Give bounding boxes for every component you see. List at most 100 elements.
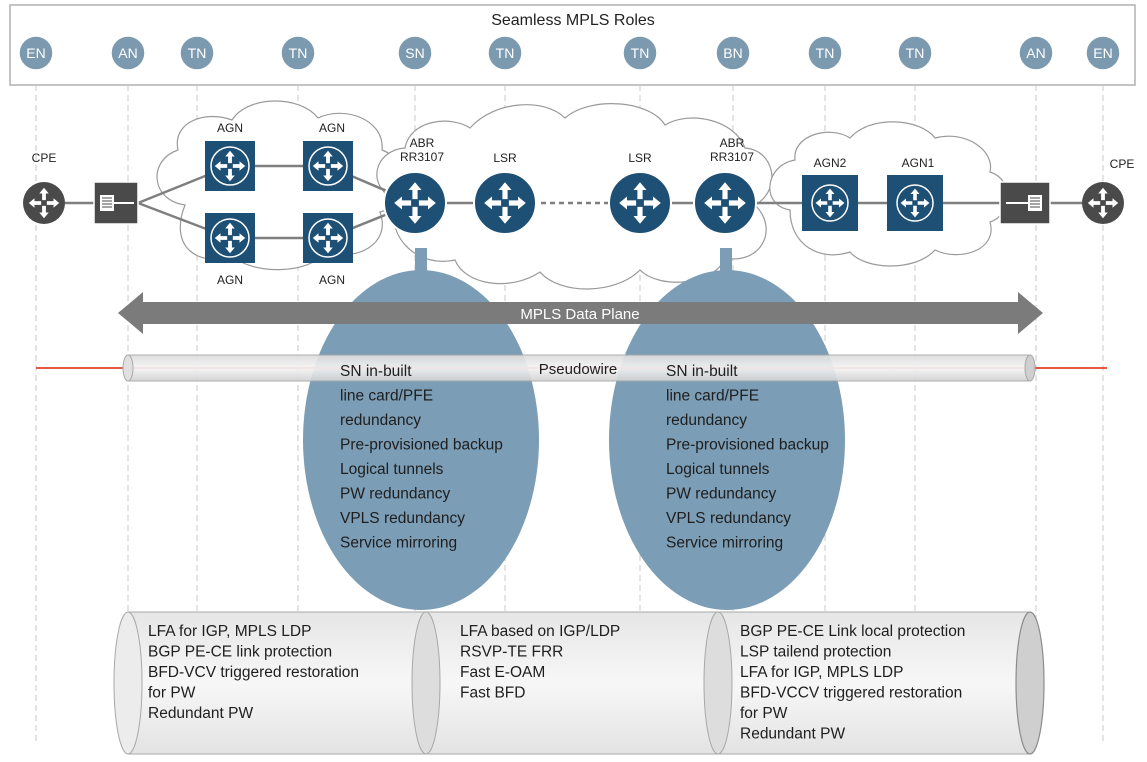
right-access-device-icon	[999, 181, 1051, 225]
bottom-right-item: for PW	[740, 705, 788, 722]
sn-left-feature: Logical tunnels	[340, 461, 444, 478]
pseudowire-label: Pseudowire	[539, 361, 617, 378]
mpls-data-plane-label: MPLS Data Plane	[520, 306, 639, 323]
sn-left-feature: SN in-built	[340, 363, 412, 380]
role-badge-tn: TN	[280, 35, 316, 71]
sn-left-feature: Pre-provisioned backup	[340, 437, 503, 454]
abr-left-router-icon	[383, 171, 447, 235]
role-circle	[487, 35, 523, 71]
agn2-label: AGN2	[814, 156, 847, 170]
role-label: EN	[26, 45, 45, 61]
sn-right-feature: Service mirroring	[666, 535, 783, 552]
lsr-left-label: LSR	[493, 151, 517, 165]
sn-left-feature: line card/PFE	[340, 388, 433, 405]
agn1-router-icon	[887, 175, 943, 231]
role-circle	[110, 35, 146, 71]
pseudowire-tube	[122, 354, 1036, 382]
sn-left-feature: PW redundancy	[340, 486, 451, 503]
role-badge-en: EN	[18, 35, 54, 71]
role-row: EN AN TN TN SN TN TN BN TN TN AN EN	[18, 35, 1121, 71]
role-circle	[397, 35, 433, 71]
bottom-left-item: LFA for IGP, MPLS LDP	[148, 623, 311, 640]
role-badge-tn: TN	[179, 35, 215, 71]
abr-left-label: ABR	[410, 136, 435, 150]
bottom-middle-item: Fast E-OAM	[460, 664, 545, 681]
role-label: TN	[631, 45, 650, 61]
mpls-data-plane-arrow	[118, 292, 1043, 334]
sn-right-feature: PW redundancy	[666, 486, 777, 503]
bottom-middle-item: RSVP-TE FRR	[460, 644, 563, 661]
role-badge-tn: TN	[807, 35, 843, 71]
sn-right-feature-list: SN in-built line card/PFE redundancyPre-pr…	[666, 363, 829, 552]
sn-left-feature: VPLS redundancy	[340, 510, 465, 527]
role-badge-tn: TN	[622, 35, 658, 71]
bottom-right-item: LSP tailend protection	[740, 644, 891, 661]
role-label: TN	[289, 45, 308, 61]
cpe-left-router-icon	[23, 182, 65, 224]
bottom-left-item: Redundant PW	[148, 705, 253, 722]
role-badge-tn: TN	[487, 35, 523, 71]
sn-right-feature: Logical tunnels	[666, 461, 770, 478]
abr-right-label: ABR	[720, 136, 745, 150]
role-label: TN	[816, 45, 835, 61]
bottom-right-item: BFD-VCCV triggered restoration	[740, 685, 962, 702]
sn-left-feature-list: SN in-built line card/PFE redundancyPre-pr…	[340, 363, 503, 552]
role-circle	[179, 35, 215, 71]
lsr-right-label: LSR	[628, 151, 652, 165]
cpe-right-router-icon	[1082, 182, 1124, 224]
role-circle	[715, 35, 751, 71]
role-label: EN	[1093, 45, 1112, 61]
role-badge-bn: BN	[715, 35, 751, 71]
abr-left-label-2: RR3107	[400, 150, 444, 164]
role-circle	[1018, 35, 1054, 71]
agn-top-1-label: AGN	[217, 121, 243, 135]
role-label: TN	[188, 45, 207, 61]
role-circle	[18, 35, 54, 71]
sn-right-feature: line card/PFE	[666, 388, 759, 405]
role-circle	[897, 35, 933, 71]
role-circle	[280, 35, 316, 71]
role-badge-en: EN	[1085, 35, 1121, 71]
role-badge-an: AN	[110, 35, 146, 71]
role-circle	[1085, 35, 1121, 71]
agn2-router-icon	[802, 175, 858, 231]
diagram-title: Seamless MPLS Roles	[491, 12, 655, 29]
agn-bottom-1-router-icon	[205, 213, 255, 263]
agn-top-2-router-icon	[303, 141, 353, 191]
protection-pipe	[113, 611, 1045, 755]
role-badge-an: AN	[1018, 35, 1054, 71]
cpe-right-label: CPE	[1110, 157, 1135, 171]
role-label: AN	[1026, 45, 1045, 61]
role-label: AN	[118, 45, 137, 61]
sn-right-feature: redundancy	[666, 412, 747, 429]
left-access-device-icon	[93, 181, 139, 225]
bottom-left-item: BFD-VCV triggered restoration	[148, 664, 359, 681]
role-badge-tn: TN	[897, 35, 933, 71]
bottom-left-item: BGP PE-CE link protection	[148, 644, 332, 661]
agn-bottom-2-label: AGN	[319, 273, 345, 287]
agn-bottom-2-router-icon	[303, 213, 353, 263]
sn-left-feature: Service mirroring	[340, 535, 457, 552]
bottom-left-item: for PW	[148, 685, 196, 702]
role-circle	[622, 35, 658, 71]
agn-bottom-1-label: AGN	[217, 273, 243, 287]
sn-right-feature: Pre-provisioned backup	[666, 437, 829, 454]
sn-right-feature: VPLS redundancy	[666, 510, 791, 527]
cpe-left-label: CPE	[32, 151, 57, 165]
role-label: TN	[496, 45, 515, 61]
sn-left-feature: redundancy	[340, 412, 421, 429]
bottom-middle-item: Fast BFD	[460, 685, 525, 702]
agn1-label: AGN1	[902, 156, 935, 170]
role-label: BN	[723, 45, 742, 61]
lsr-right-router-icon	[608, 171, 672, 235]
bottom-right-item: LFA for IGP, MPLS LDP	[740, 664, 903, 681]
sn-right-feature: SN in-built	[666, 363, 738, 380]
bottom-right-item: BGP PE-CE Link local protection	[740, 623, 965, 640]
role-label: TN	[906, 45, 925, 61]
role-badge-sn: SN	[397, 35, 433, 71]
agn-top-2-label: AGN	[319, 121, 345, 135]
